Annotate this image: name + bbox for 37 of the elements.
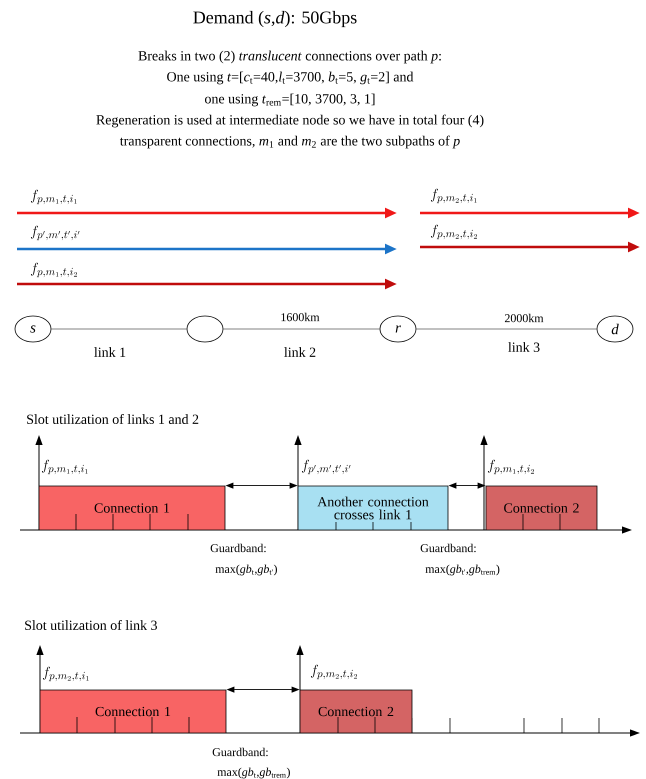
text-label: link 3 — [508, 342, 540, 352]
formula-label: $f_{p,m_2,t,i_2}$ — [310, 664, 357, 680]
text-label: max(gb$_{t}$,gb$_{trem}$) — [217, 768, 290, 778]
formula-label: $f_{p,m_1,t,i_2}$ — [30, 262, 77, 278]
formula-label: $f_{p,m_1,t,i_1}$ — [30, 190, 77, 204]
link-line — [222, 328, 380, 330]
text-label: Guardband: — [210, 544, 266, 552]
text-label: link 2 — [284, 347, 316, 357]
text-label: transparent connections, m$_{1}$ and m$_{2}$ are the two subpaths of p — [120, 136, 460, 148]
connection-box: Connection 2 — [486, 486, 598, 530]
formula-label: $f_{p,m_1,t,i_1}$ — [42, 460, 88, 474]
formula-label: $f_{p,m_2,t,i_1}$ — [430, 188, 477, 204]
text-label: 2000km — [504, 314, 544, 322]
formula-label: $f_{p',m',t',i'}$ — [302, 460, 350, 474]
text-label: Guardband: — [420, 544, 476, 552]
text-label: Regeneration is used at intermediate node so we have in total four (4) — [96, 114, 484, 128]
title: Demand (s,d): 50Gbps — [193, 10, 357, 28]
text-label: Slot utilization of links 1 and 2 — [27, 414, 198, 424]
connection-box: Connection 1 — [40, 690, 226, 734]
text-label: 1600km — [281, 312, 320, 322]
formula-label: $f_{p,m_2,t,i_2}$ — [430, 224, 477, 240]
connection-box: Connection 1 — [38, 486, 226, 530]
text-label: Breaks in two (2) translucent connections over path p: — [138, 50, 441, 64]
text-label: link 1 — [94, 347, 126, 357]
text-label: one using t$_{rem}$=[10, 3700, 3, 1] — [205, 94, 374, 106]
text-label: Slot utilization of link 3 — [25, 620, 157, 630]
text-label: One using t=[c$_{t}$=40,l$_{t}$=3700, b$_{t}$=5, g$_{t}$=2] and — [167, 72, 414, 84]
text-label: max(gb$_{t}$,gb$_{t'}$) — [215, 564, 277, 576]
formula-label: $f_{p,m_1,t,i_2}$ — [488, 460, 534, 474]
connection-box: Another connection crosses link 1 — [298, 486, 448, 530]
link-line — [416, 328, 598, 330]
connection-box: Connection 2 — [300, 690, 412, 734]
text-label: max(gb$_{t'}$,gb$_{trem}$) — [425, 564, 500, 576]
text-label: Guardband: — [212, 748, 268, 756]
node-ellipse — [186, 316, 224, 342]
formula-label: $f_{p',m',t',i'}$ — [30, 226, 80, 240]
link-line — [50, 328, 188, 330]
